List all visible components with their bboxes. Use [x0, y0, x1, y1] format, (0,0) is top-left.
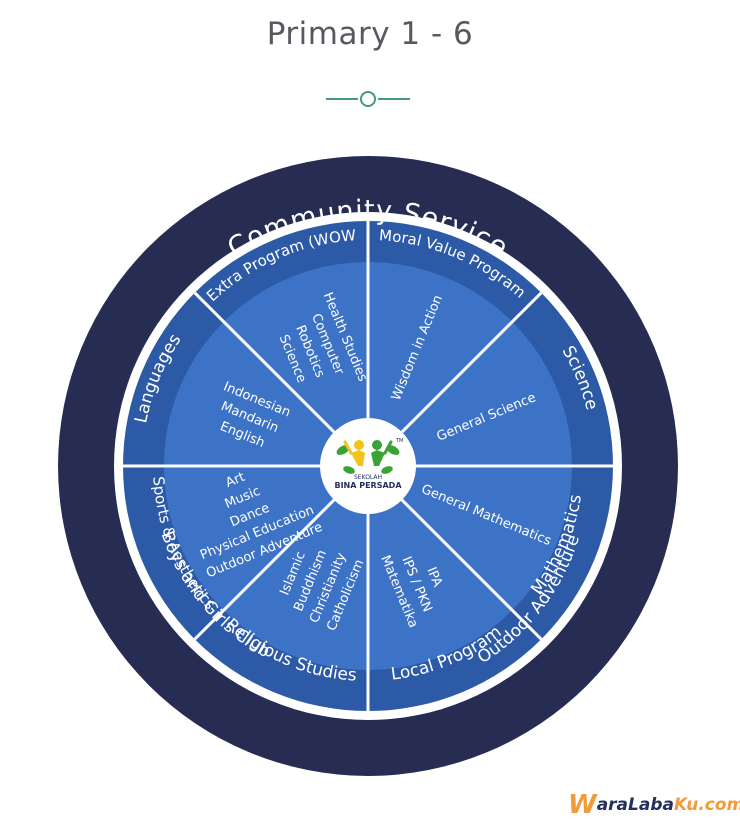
- sector-divider-line: [193, 498, 336, 641]
- school-logo: SEKOLAH BINA PERSADA TM: [320, 418, 416, 514]
- two-children-leaves-logo-icon: [336, 440, 400, 474]
- logo-text-bina-persada: BINA PERSADA: [334, 481, 402, 490]
- sector-divider-line: [400, 291, 543, 434]
- outer-label-leadership: Leadership: [321, 715, 416, 739]
- watermark-w: W: [568, 790, 597, 820]
- watermark-mid: araLaba: [596, 795, 674, 815]
- title-divider-ornament: [326, 91, 410, 107]
- sector-item-art: Art: [224, 470, 248, 491]
- watermark-logo: WaraLabaKu.com: [568, 790, 740, 824]
- logo-trademark: TM: [395, 438, 403, 444]
- sector-divider-line: [193, 291, 336, 434]
- curriculum-wheel-diagram: Community Service Boys and Girls Club Ou…: [46, 144, 678, 776]
- page-title: Primary 1 - 6: [266, 16, 474, 52]
- watermark-tail: Ku.com: [673, 795, 740, 815]
- sector-item-ipa: IPA: [423, 565, 444, 589]
- sector-dividers: [123, 221, 613, 711]
- sector-divider-line: [400, 498, 543, 641]
- logo-text-sekolah: SEKOLAH: [354, 474, 382, 481]
